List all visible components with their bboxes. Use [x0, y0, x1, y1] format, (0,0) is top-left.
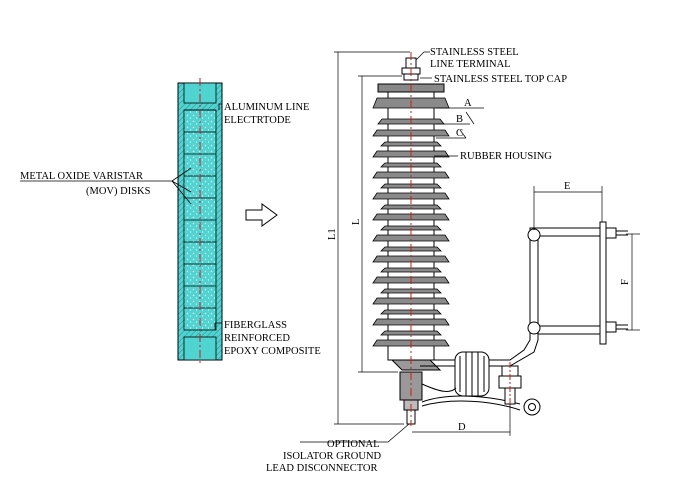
dim-d: D [458, 422, 466, 433]
fiberglass-label-line2: REINFORCED [224, 333, 290, 344]
top-cap-label: STAINLESS STEEL TOP CAP [434, 74, 567, 85]
rubber-shed [372, 255, 450, 263]
varistor-cross-section [177, 78, 223, 366]
fiberglass-label-line1: FIBERGLASS [224, 320, 287, 331]
rubber-housing-label: RUBBER HOUSING [460, 151, 552, 162]
terminal-label-line2: LINE TERMINAL [430, 59, 511, 70]
dim-e: E [564, 181, 570, 192]
mov-label-line2: (MOV) DISKS [86, 186, 151, 197]
left-leaders [20, 103, 222, 330]
rubber-sheds [372, 97, 450, 347]
rubber-shed [372, 234, 450, 242]
rubber-shed [380, 267, 442, 273]
bracket-nut [498, 362, 522, 410]
mov-label-line1: METAL OXIDE VARISTAR [20, 171, 143, 182]
dim-f: F [620, 279, 631, 285]
dim-c: C [456, 128, 463, 139]
rubber-shed [372, 318, 450, 326]
arrester-body [372, 52, 450, 426]
dim-l1: L1 [327, 228, 338, 240]
fiberglass-label-line3: EPOXY COMPOSITE [224, 346, 321, 357]
dim-l: L [351, 219, 362, 225]
bottom-base [390, 359, 442, 371]
disconnector-label-line3: LEAD DISCONNECTOR [266, 463, 378, 474]
disconnector-label-line1: OPTIONAL [327, 439, 380, 450]
dim-b: B [456, 114, 463, 125]
mounting-bracket [420, 221, 628, 367]
electrode-label-line1: ALUMINUM LINE [224, 102, 309, 113]
disconnector-label-line2: ISOLATOR GROUND [283, 451, 382, 462]
rubber-shed [380, 330, 442, 336]
electrode-label-line2: ELECTRTODE [224, 115, 291, 126]
direction-arrow-icon [245, 203, 278, 227]
dim-a: A [464, 98, 472, 109]
rubber-shed [372, 297, 450, 305]
ground-lead-coil [421, 351, 541, 416]
dimension-lines [300, 51, 640, 443]
terminal-label-line1: STAINLESS STEEL [430, 47, 519, 58]
rubber-shed [380, 288, 442, 294]
